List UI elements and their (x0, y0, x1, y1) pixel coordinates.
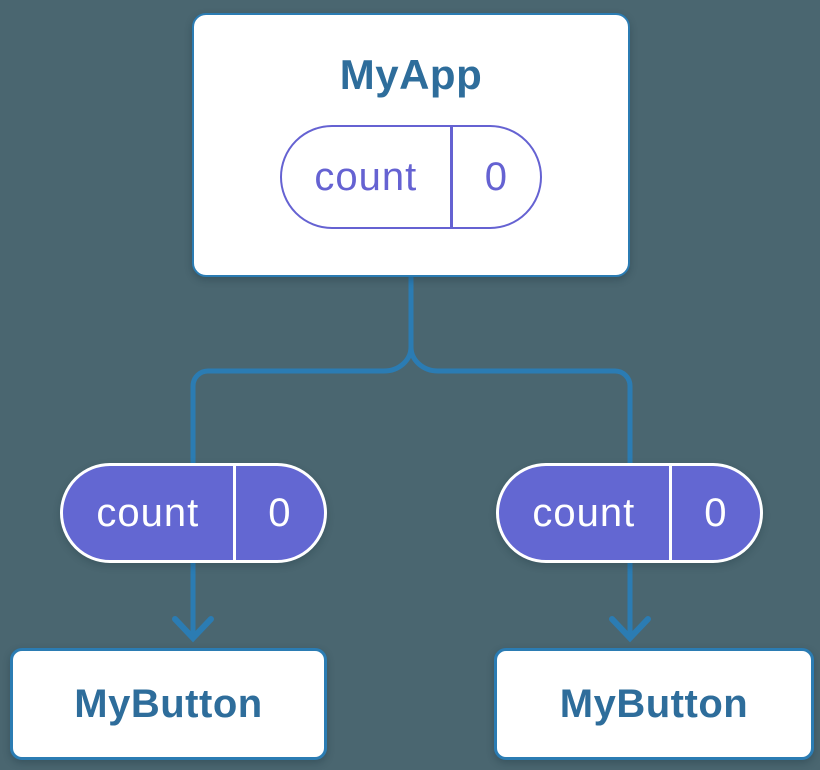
component-title: MyButton (74, 681, 263, 726)
component-card-child: MyButton (10, 648, 327, 760)
component-card-root: MyApp count 0 (192, 13, 630, 277)
arrow-down-icon (609, 616, 651, 643)
component-title: MyApp (339, 51, 483, 98)
connector-branches (190, 346, 633, 636)
prop-pill: count 0 (496, 463, 763, 563)
prop-pill-divider (232, 466, 236, 560)
state-pill-value: 0 (484, 154, 508, 199)
prop-pill-key: count (96, 490, 200, 535)
component-card-child: MyButton (494, 648, 814, 760)
prop-pill-key: count (532, 490, 636, 535)
prop-pill: count 0 (60, 463, 327, 563)
component-title: MyButton (559, 681, 749, 726)
state-pill: count 0 (280, 125, 542, 229)
prop-pill-value: 0 (268, 490, 292, 535)
state-pill-key: count (314, 154, 418, 199)
prop-pill-value: 0 (704, 490, 728, 535)
arrow-down-icon (172, 616, 214, 643)
prop-pill-divider (668, 466, 672, 560)
state-pill-divider (449, 127, 453, 227)
